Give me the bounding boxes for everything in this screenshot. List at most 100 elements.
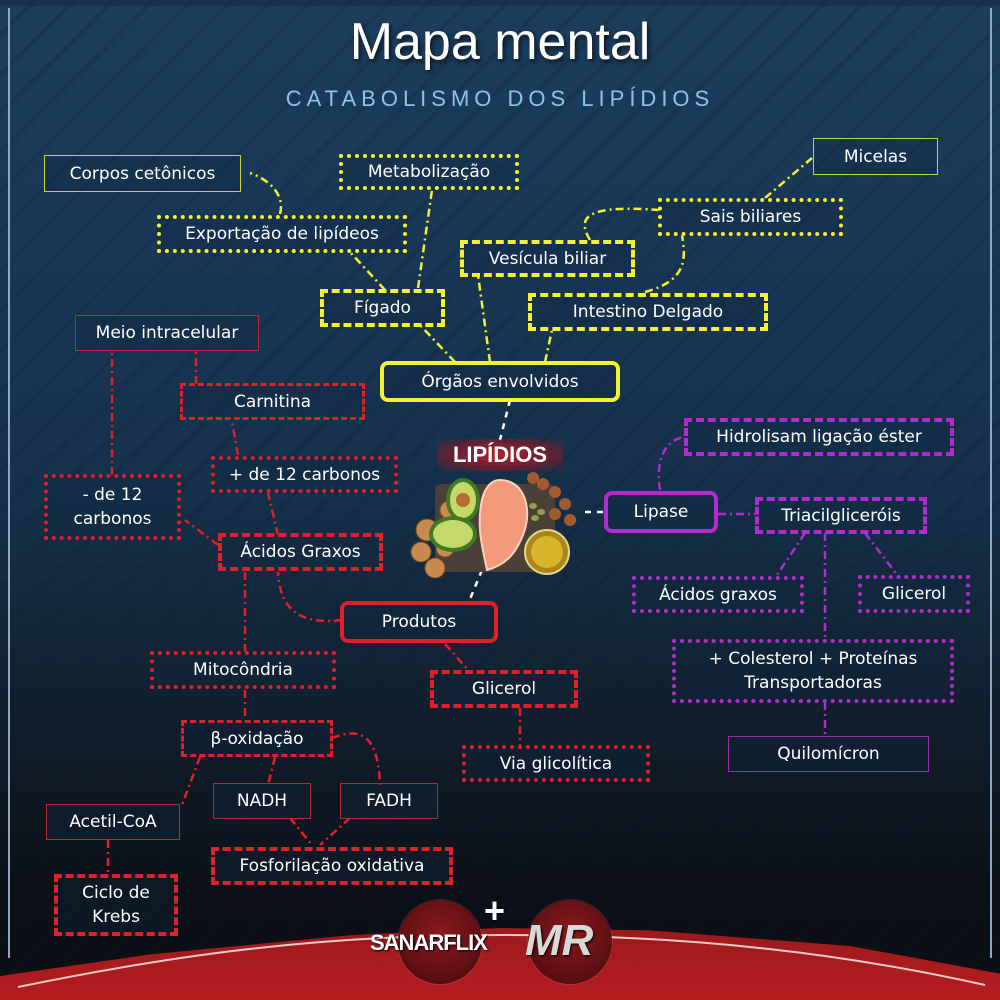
sanarflix-logo: SANARFLIX — [370, 930, 488, 955]
hazelnut — [527, 472, 539, 484]
link-produtos-acidos — [276, 571, 343, 623]
hazelnut — [559, 498, 571, 510]
node-label: Lipase — [633, 502, 689, 522]
link-fadh-fosfo — [319, 817, 351, 846]
link-lipase-hidrolisam — [657, 435, 685, 491]
node-metabolizacao[interactable]: Metabolização — [339, 154, 519, 190]
avocado — [429, 478, 480, 552]
link-mais12-carnitina — [230, 420, 240, 456]
node-triacilglicerois[interactable]: Triacilgliceróis — [755, 497, 927, 534]
node-via-glicolitica[interactable]: Via glicolítica — [462, 745, 650, 782]
link-intestino-sais — [644, 234, 686, 294]
node-label: Via glicolítica — [499, 753, 613, 774]
link-acidos-mais12 — [266, 492, 280, 536]
link-acidos-menos12 — [184, 519, 219, 546]
node-label: Glicerol — [881, 584, 947, 604]
mr-logo: MR — [525, 916, 594, 965]
node-mais-12-carbonos[interactable]: + de 12 carbonos — [211, 456, 398, 493]
node-label: Fosforilação oxidativa — [239, 856, 425, 876]
pumpkin-seed — [531, 515, 539, 521]
node-label: Metabolização — [367, 162, 491, 182]
node-fadh[interactable]: FADH — [340, 783, 438, 819]
pumpkin-seed — [529, 503, 537, 509]
node-micelas[interactable]: Micelas — [813, 138, 938, 175]
node-corpos-cetonicos[interactable]: Corpos cetônicos — [44, 155, 241, 192]
link-sais-micelas — [764, 157, 813, 199]
link-organs-figado — [419, 324, 456, 363]
node-glicerol-lipase[interactable]: Glicerol — [858, 575, 970, 613]
node-ciclo-de-krebs[interactable]: Ciclo de Krebs — [54, 874, 178, 936]
page-subtitle: CATABOLISMO DOS LIPÍDIOS — [285, 86, 715, 111]
node-acidos-graxos[interactable]: Ácidos Graxos — [218, 533, 383, 571]
olive-oil-bowl — [524, 529, 570, 575]
node-carnitina[interactable]: Carnitina — [180, 383, 365, 420]
salmon-steak — [478, 478, 529, 572]
node-menos-12-carbonos[interactable]: - de 12 carbonos — [44, 474, 181, 540]
node-vesicula-biliar[interactable]: Vesícula biliar — [460, 240, 635, 277]
link-figado-metabolizacao — [416, 189, 434, 289]
page-title: Mapa mental — [349, 13, 651, 71]
node-meio-intracelular[interactable]: Meio intracelular — [75, 315, 259, 351]
link-exportacao-corpos — [249, 171, 283, 215]
node-label: Corpos cetônicos — [69, 163, 216, 184]
node-quilomicron[interactable]: Quilomícron — [728, 736, 929, 772]
node-label: + Colesterol + Proteínas Transportadoras — [708, 649, 918, 693]
link-organs-center — [498, 399, 512, 441]
node-label: NADH — [236, 791, 288, 811]
link-triacil-glicerol — [864, 532, 899, 577]
node-fosforilacao-oxidativa[interactable]: Fosforilação oxidativa — [211, 847, 453, 885]
node-label: Mitocôndria — [193, 660, 293, 680]
footer-logos: SANARFLIX + MR — [360, 890, 650, 1000]
walnut — [410, 541, 432, 563]
node-label: Ciclo de Krebs — [82, 883, 150, 927]
node-label: + de 12 carbonos — [228, 464, 381, 485]
node-glicerol-produtos[interactable]: Glicerol — [430, 670, 578, 708]
node-label: Ácidos Graxos — [240, 542, 361, 562]
node-label: Sais biliares — [699, 207, 802, 227]
node-label: Ácidos graxos — [659, 584, 777, 605]
hazelnut — [537, 478, 549, 490]
node-colesterol-proteinas[interactable]: + Colesterol + Proteínas Transportadoras — [672, 639, 954, 703]
node-hidrolisam-ligacao-ester[interactable]: Hidrolisam ligação éster — [684, 418, 954, 456]
node-orgaos-envolvidos[interactable]: Órgãos envolvidos — [380, 361, 620, 402]
plus-sign: + — [484, 890, 506, 931]
node-label: Intestino Delgado — [572, 302, 724, 322]
link-beta-acetil — [180, 756, 202, 806]
node-mitocondria[interactable]: Mitocôndria — [150, 651, 336, 689]
node-label: Órgãos envolvidos — [421, 371, 579, 392]
node-beta-oxidacao[interactable]: β-oxidação — [181, 720, 333, 757]
hazelnut — [549, 508, 561, 520]
node-produtos[interactable]: Produtos — [340, 601, 498, 643]
node-intestino-delgado[interactable]: Intestino Delgado — [528, 293, 768, 331]
mr-logo-circle — [528, 900, 612, 984]
node-label: Hidrolisam ligação éster — [716, 427, 922, 447]
link-produtos-glicerol — [444, 643, 471, 673]
link-triacil-acidos — [773, 532, 807, 579]
link-organs-vesicula — [476, 274, 492, 363]
node-label: Fígado — [354, 298, 411, 318]
food-illustration — [410, 472, 576, 579]
center-label-lipidios: LIPÍDIOS — [437, 439, 563, 471]
node-lipase[interactable]: Lipase — [604, 491, 718, 533]
node-label: Meio intracelular — [95, 323, 239, 343]
node-label: - de 12 carbonos — [73, 485, 152, 529]
link-beta-nadh — [266, 756, 277, 786]
pumpkin-seed — [537, 509, 545, 515]
node-label: Carnitina — [233, 391, 312, 412]
node-nadh[interactable]: NADH — [213, 783, 311, 819]
node-label: Exportação de lipídeos — [185, 224, 379, 244]
node-sais-biliares[interactable]: Sais biliares — [658, 198, 843, 236]
node-figado[interactable]: Fígado — [320, 289, 445, 327]
node-exportacao-lipideos[interactable]: Exportação de lipídeos — [157, 215, 407, 253]
node-label: Glicerol — [471, 679, 537, 699]
walnut — [424, 557, 446, 579]
node-acidos-graxos-lipase[interactable]: Ácidos graxos — [632, 576, 804, 613]
node-label: Produtos — [381, 612, 457, 632]
node-label: β-oxidação — [210, 728, 304, 749]
node-acetil-coa[interactable]: Acetil-CoA — [46, 804, 180, 840]
hazelnut — [564, 514, 576, 526]
link-organs-intestino — [543, 329, 554, 363]
node-label: Triacilgliceróis — [781, 505, 901, 526]
link-nadh-fosfo — [289, 817, 313, 846]
